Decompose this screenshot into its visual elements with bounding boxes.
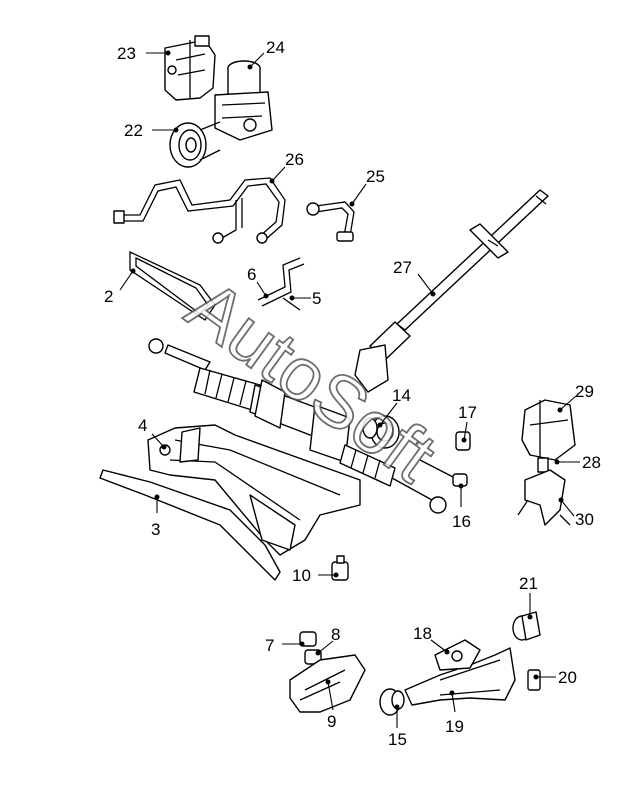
callout-16: 16 [452,483,471,531]
part-steering-rack [148,338,447,514]
callout-8: 8 [315,625,340,656]
callout-14-label: 14 [392,386,411,405]
callout-5-label: 5 [312,289,321,308]
part-30-bracket [517,469,571,526]
part-25-return-pipe [306,201,355,242]
callout-26: 26 [269,150,304,184]
callout-3: 3 [151,494,160,539]
callout-30-label: 30 [575,510,594,529]
callout-10-label: 10 [292,566,311,585]
callout-24-label: 24 [266,38,285,57]
part-20-bolt [527,669,541,691]
callout-24: 24 [247,38,285,70]
callout-4-label: 4 [138,416,147,435]
callout-2: 2 [104,268,136,306]
callout-23-label: 23 [117,44,136,63]
callout-15: 15 [388,704,407,749]
callout-15-label: 15 [388,730,407,749]
callout-6-label: 6 [247,265,256,284]
part-27-steering-column [354,189,549,393]
callout-18: 18 [413,624,450,655]
callout-22: 22 [124,121,179,140]
part-4-subframe [147,424,361,556]
callout-27-label: 27 [393,258,412,277]
callout-26-label: 26 [285,150,304,169]
callout-9-label: 9 [327,712,336,731]
callout-16-label: 16 [452,512,471,531]
callout-4: 4 [138,416,167,450]
callout-7-label: 7 [265,636,274,655]
callout-21: 21 [519,574,538,620]
part-24-steering-pump [214,60,273,141]
callout-8-label: 8 [331,625,340,644]
part-26-pressure-hose [113,177,286,244]
callout-29-label: 29 [575,382,594,401]
callout-23: 23 [117,44,171,63]
part-22-pulley [169,121,221,168]
callout-7: 7 [265,636,305,655]
callout-25-label: 25 [366,167,385,186]
callout-27: 27 [393,258,436,297]
callout-14: 14 [377,386,411,428]
part-2-hose-loop [129,250,216,321]
part-3-crossmember [99,469,281,581]
callout-5: 5 [289,289,321,308]
callout-28: 28 [554,453,601,472]
callout-20-label: 20 [558,668,577,687]
part-7-8-rubbers [299,631,322,665]
part-21-bush [512,611,541,641]
callout-17-label: 17 [458,403,477,422]
callout-2-label: 2 [104,287,113,306]
callout-3-label: 3 [151,520,160,539]
part-14-bush [362,415,400,449]
callout-10: 10 [292,566,339,585]
callout-6: 6 [247,265,269,299]
callout-9: 9 [325,679,336,731]
callout-30: 30 [558,497,594,529]
callout-28-label: 28 [582,453,601,472]
part-29-block [521,399,576,461]
callout-20: 20 [533,668,577,687]
callout-25: 25 [349,167,385,207]
part-23-valve-block [164,35,216,101]
part-15-bush [379,688,405,716]
part-28-bolt [537,457,549,473]
callout-21-label: 21 [519,574,538,593]
callout-19: 19 [445,690,464,736]
part-5-6-small-hoses [257,257,305,311]
callout-17: 17 [458,403,477,443]
callout-22-label: 22 [124,121,143,140]
callout-19-label: 19 [445,717,464,736]
part-18-plate [434,639,481,671]
callout-18-label: 18 [413,624,432,643]
callout-29: 29 [557,382,594,413]
